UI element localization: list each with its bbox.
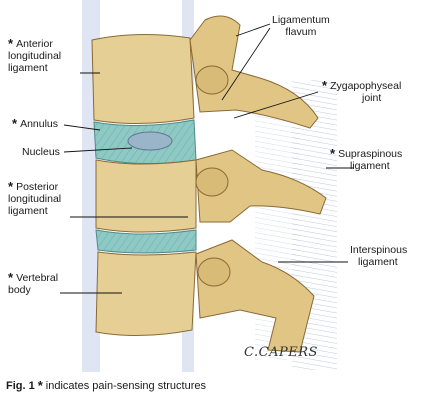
vertebral-body-lower (95, 251, 197, 337)
label-zygapophyseal-joint: *Zygapophyseal joint (322, 78, 402, 104)
label-line: Annulus (20, 118, 59, 130)
label-ligamentum-flavum: Ligamentum flavum (272, 14, 330, 38)
label-line: longitudinal (8, 50, 62, 62)
label-line: ligament (350, 160, 390, 172)
label-nucleus: Nucleus (22, 146, 60, 158)
pain-asterisk: * (8, 36, 14, 51)
pain-asterisk: * (322, 78, 328, 93)
vertebral-body-middle (95, 159, 197, 233)
label-line: Supraspinous (338, 148, 403, 160)
pain-asterisk: * (8, 270, 14, 285)
pain-asterisk: * (37, 378, 43, 393)
facet-upper (195, 65, 229, 95)
label-vertebral-body: *Vertebral body (8, 270, 59, 296)
label-line: ligament (358, 256, 398, 268)
label-line: Vertebral (16, 272, 59, 284)
label-line: Nucleus (22, 146, 60, 158)
facet-lower (197, 257, 231, 287)
annulus-fibers-lower (96, 230, 196, 253)
pain-asterisk: * (330, 146, 336, 161)
posterior-arch-upper (189, 15, 319, 129)
label-line: flavum (285, 26, 317, 38)
label-line: joint (362, 92, 382, 104)
facet-middle (195, 167, 229, 197)
leader-lines (60, 23, 354, 294)
nucleus-upper (127, 131, 173, 151)
label-line: Interspinous (350, 244, 408, 256)
label-annulus: *Annulus (12, 116, 59, 131)
label-line: longitudinal (8, 193, 62, 205)
label-line: Ligamentum (272, 14, 330, 26)
figure-number: Fig. 1 (6, 380, 35, 392)
label-line: ligament (8, 205, 48, 217)
label-interspinous-ligament: Interspinous ligament (350, 244, 407, 268)
label-line: body (8, 284, 31, 296)
label-anterior-longitudinal-ligament: *Anterior longitudinal ligament (8, 36, 62, 74)
figure-caption: Fig. 1*indicates pain-sensing structures (6, 378, 206, 393)
caption-text: indicates pain-sensing structures (45, 380, 206, 392)
vertebral-body-upper (91, 33, 195, 125)
label-line: Posterior (16, 181, 59, 193)
pain-asterisk: * (12, 116, 18, 131)
label-line: Anterior (16, 38, 53, 50)
posterior-arch-middle (195, 149, 327, 223)
label-supraspinous-ligament: *Supraspinous ligament (330, 146, 403, 172)
label-line: ligament (8, 62, 48, 74)
label-line: Zygapophyseal (330, 80, 402, 92)
label-posterior-longitudinal-ligament: *Posterior longitudinal ligament (8, 179, 62, 217)
artist-signature: C.CAPERS (244, 345, 318, 360)
pain-asterisk: * (8, 179, 14, 194)
